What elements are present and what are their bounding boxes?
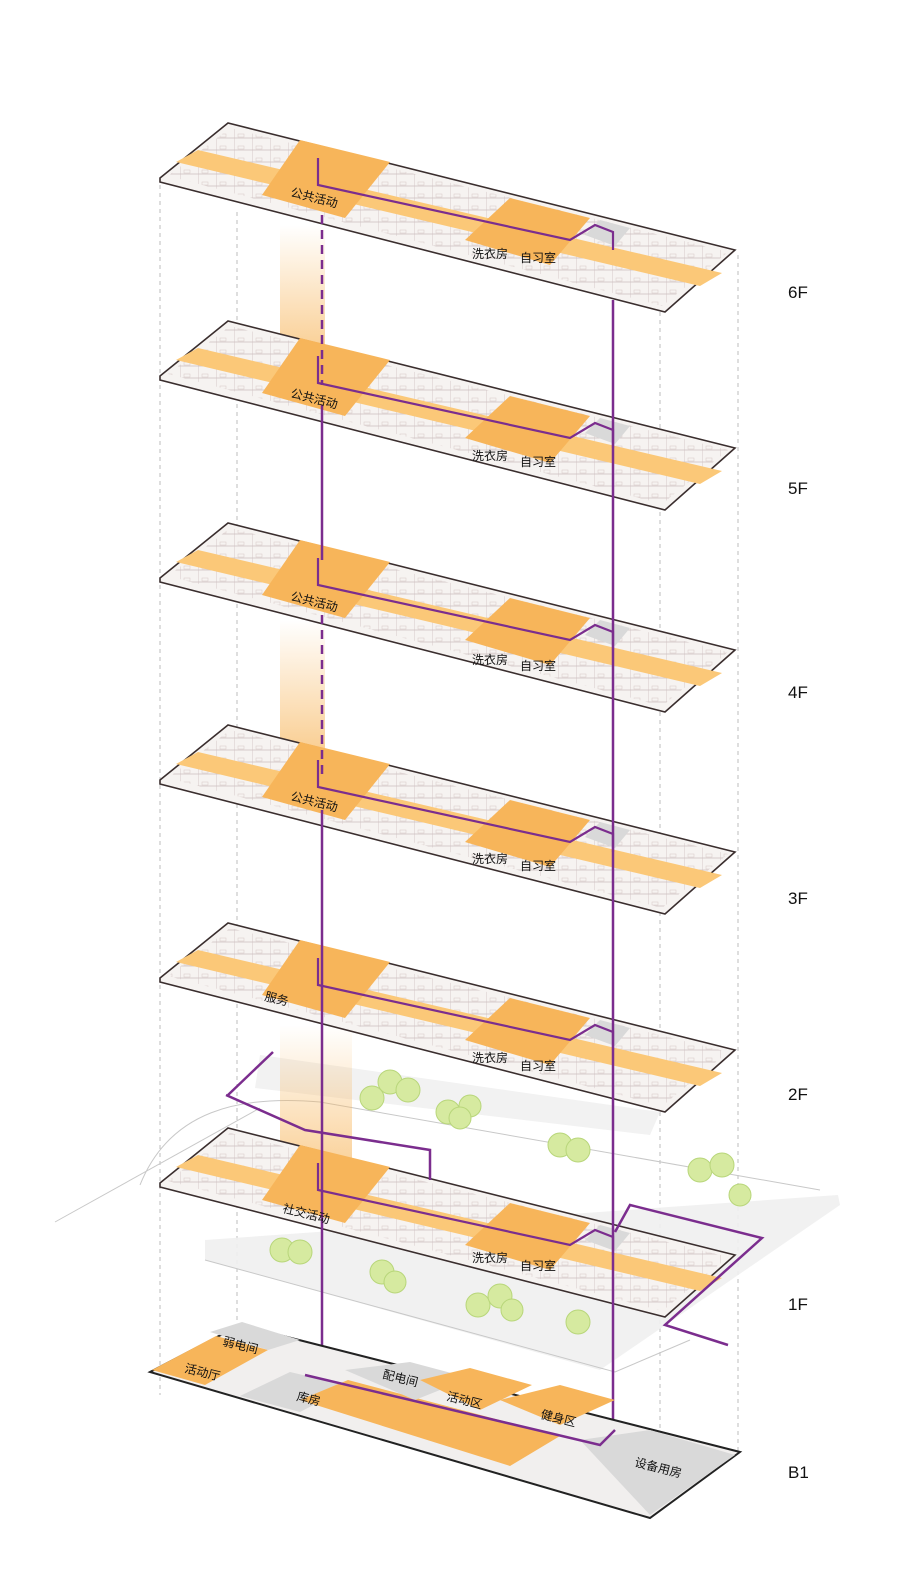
corridor-4F	[176, 550, 722, 686]
public-zone-6F	[262, 140, 390, 218]
floor-labels: 6F 5F 4F 3F 2F 1F B1	[788, 283, 809, 1482]
circulation-6F	[316, 158, 615, 250]
room-label-1F-laundry: 洗衣房	[472, 1250, 508, 1265]
room-label-5F-study: 自习室	[520, 454, 556, 469]
room-label-2F-service: 服务	[263, 988, 290, 1008]
corridor-3F	[176, 752, 722, 888]
public-zone-1F	[262, 1145, 390, 1223]
public-zone-2F	[262, 940, 390, 1018]
floor-label-2F: 2F	[788, 1085, 808, 1104]
floor-plate-4F	[159, 522, 737, 713]
room-label-B1-storage: 库房	[295, 1388, 322, 1408]
room-label-1F-study: 自习室	[520, 1258, 556, 1273]
public-zone-4F	[262, 540, 390, 618]
room-label-4F-study: 自习室	[520, 658, 556, 673]
room-label-3F-laundry: 洗衣房	[472, 851, 508, 866]
floor-plate-5F	[159, 320, 737, 511]
public-zone-3F	[262, 742, 390, 820]
room-label-4F-laundry: 洗衣房	[472, 652, 508, 667]
room-label-2F-laundry: 洗衣房	[472, 1050, 508, 1065]
floor-plate-6F	[159, 122, 737, 313]
corridor-6F	[176, 150, 722, 286]
room-label-3F-study: 自习室	[520, 858, 556, 873]
floor-plate-1F	[159, 1127, 737, 1318]
trees	[269, 1069, 752, 1335]
floor-plate-3F	[159, 724, 737, 915]
basement-plan	[147, 1322, 743, 1520]
floor-label-4F: 4F	[788, 683, 808, 702]
floor-label-B1: B1	[788, 1463, 809, 1482]
vertical-circulation	[225, 215, 765, 1460]
room-label-5F-laundry: 洗衣房	[472, 448, 508, 463]
room-label-6F-laundry: 洗衣房	[472, 246, 508, 261]
floor-plates	[159, 122, 737, 1318]
floor-label-5F: 5F	[788, 479, 808, 498]
floor-label-1F: 1F	[788, 1295, 808, 1314]
floor-plate-2F	[159, 922, 737, 1113]
floor-label-6F: 6F	[788, 283, 808, 302]
floor-label-3F: 3F	[788, 889, 808, 908]
room-label-6F-study: 自习室	[520, 250, 556, 265]
public-zone-5F	[262, 338, 390, 416]
corridor-5F	[176, 348, 722, 484]
room-label-2F-study: 自习室	[520, 1058, 556, 1073]
